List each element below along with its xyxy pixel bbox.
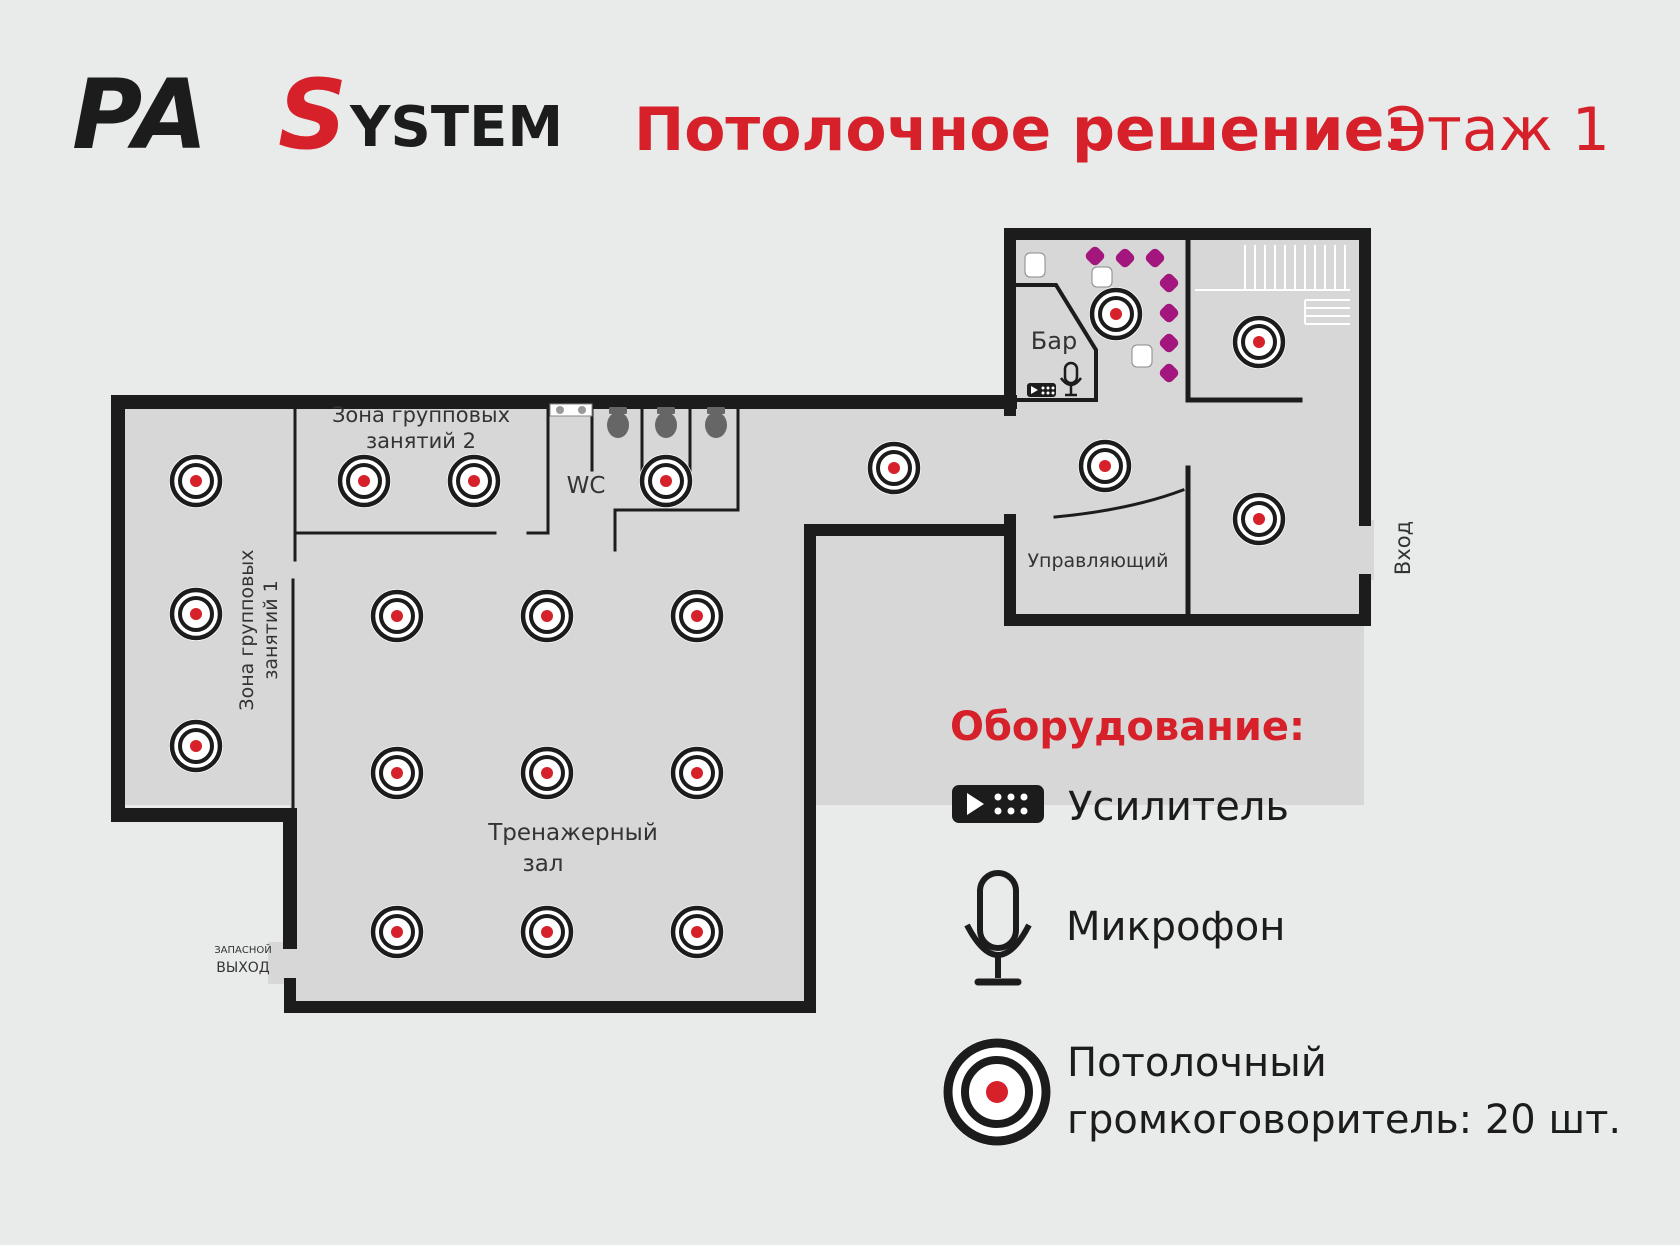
ceiling-speaker-icon xyxy=(370,905,424,959)
ceiling-speaker-icon xyxy=(169,587,223,641)
page-subtitle: Этаж 1 xyxy=(1385,95,1610,165)
walls xyxy=(111,228,1371,1013)
ceiling-speaker-icon xyxy=(943,1038,1051,1146)
ceiling-speaker-icon xyxy=(370,589,424,643)
ceiling-speaker-icon xyxy=(1078,439,1132,493)
ceiling-speaker-icon xyxy=(169,719,223,773)
table-icon xyxy=(1024,252,1046,278)
stairs-icon xyxy=(1195,245,1350,325)
logo-letters-pa: PA xyxy=(72,59,208,171)
toilet-icon xyxy=(705,407,727,438)
label-group-zone-1-line2: занятий 1 xyxy=(260,580,282,680)
page-title: Потолочное решение: xyxy=(634,95,1408,165)
label-group-zone-1-line1: Зона групповых xyxy=(236,549,258,710)
wc-fixtures xyxy=(549,403,727,438)
emergency-exit-opening xyxy=(268,942,290,984)
label-emergency-exit-line2: ВЫХОД xyxy=(216,960,270,976)
legend-heading: Оборудование: xyxy=(950,704,1305,750)
label-gym-line1: Тренажерный xyxy=(487,820,658,846)
label-group-zone-2-line2: занятий 2 xyxy=(366,429,476,453)
logo-letters-ystem: YSTEM xyxy=(349,95,563,160)
table-icon xyxy=(1091,266,1113,288)
label-wc: WC xyxy=(567,473,606,499)
amplifier-icon xyxy=(952,785,1044,823)
legend-speaker-label-line2: громкоговоритель: 20 шт. xyxy=(1067,1097,1621,1143)
ceiling-speaker-icon xyxy=(1232,492,1286,546)
label-entrance: Вход xyxy=(1391,521,1415,575)
legend: Оборудование: Усилитель Микрофон Потолоч… xyxy=(943,704,1621,1146)
room-labels: Зона групповых занятий 2 WC Бар Управляю… xyxy=(214,327,1415,976)
label-group-zone-2-line1: Зона групповых xyxy=(332,403,510,427)
toilet-icon xyxy=(607,407,629,438)
label-bar: Бар xyxy=(1031,327,1077,355)
legend-speaker-label-line1: Потолочный xyxy=(1067,1040,1327,1086)
brand-logo: PA S YSTEM xyxy=(72,59,563,171)
ceiling-speaker-icon xyxy=(867,441,921,495)
microphone-icon xyxy=(964,870,1032,986)
ceiling-speaker-icon xyxy=(520,905,574,959)
ceiling-speaker-icon xyxy=(1232,315,1286,369)
ceiling-speaker-icon xyxy=(520,746,574,800)
ceiling-speaker-icon xyxy=(670,589,724,643)
ceiling-speaker-icon xyxy=(337,454,391,508)
entrance-opening xyxy=(1350,520,1374,580)
bar-furniture xyxy=(1024,244,1181,385)
ceiling-speaker-icon xyxy=(370,746,424,800)
logo-letter-s: S xyxy=(278,59,347,171)
ceiling-speaker-icon xyxy=(670,746,724,800)
label-manager: Управляющий xyxy=(1027,550,1168,572)
ceiling-speaker-icon xyxy=(169,454,223,508)
ceiling-speaker-icon xyxy=(520,589,574,643)
ceiling-speaker-icon xyxy=(447,454,501,508)
legend-amplifier-label: Усилитель xyxy=(1068,784,1289,830)
bar-microphone-icon xyxy=(1059,361,1083,397)
ceiling-speaker-icon xyxy=(670,905,724,959)
ceiling-speaker-icon xyxy=(1089,287,1143,341)
label-emergency-exit-line1: ЗАПАСНОЙ xyxy=(214,943,271,956)
label-gym-line2: зал xyxy=(522,851,563,877)
bar-amplifier-icon xyxy=(1027,383,1056,397)
table-icon xyxy=(1131,344,1153,368)
toilet-icon xyxy=(655,407,677,438)
ceiling-speaker-icon xyxy=(639,454,693,508)
legend-microphone-label: Микрофон xyxy=(1066,904,1285,950)
